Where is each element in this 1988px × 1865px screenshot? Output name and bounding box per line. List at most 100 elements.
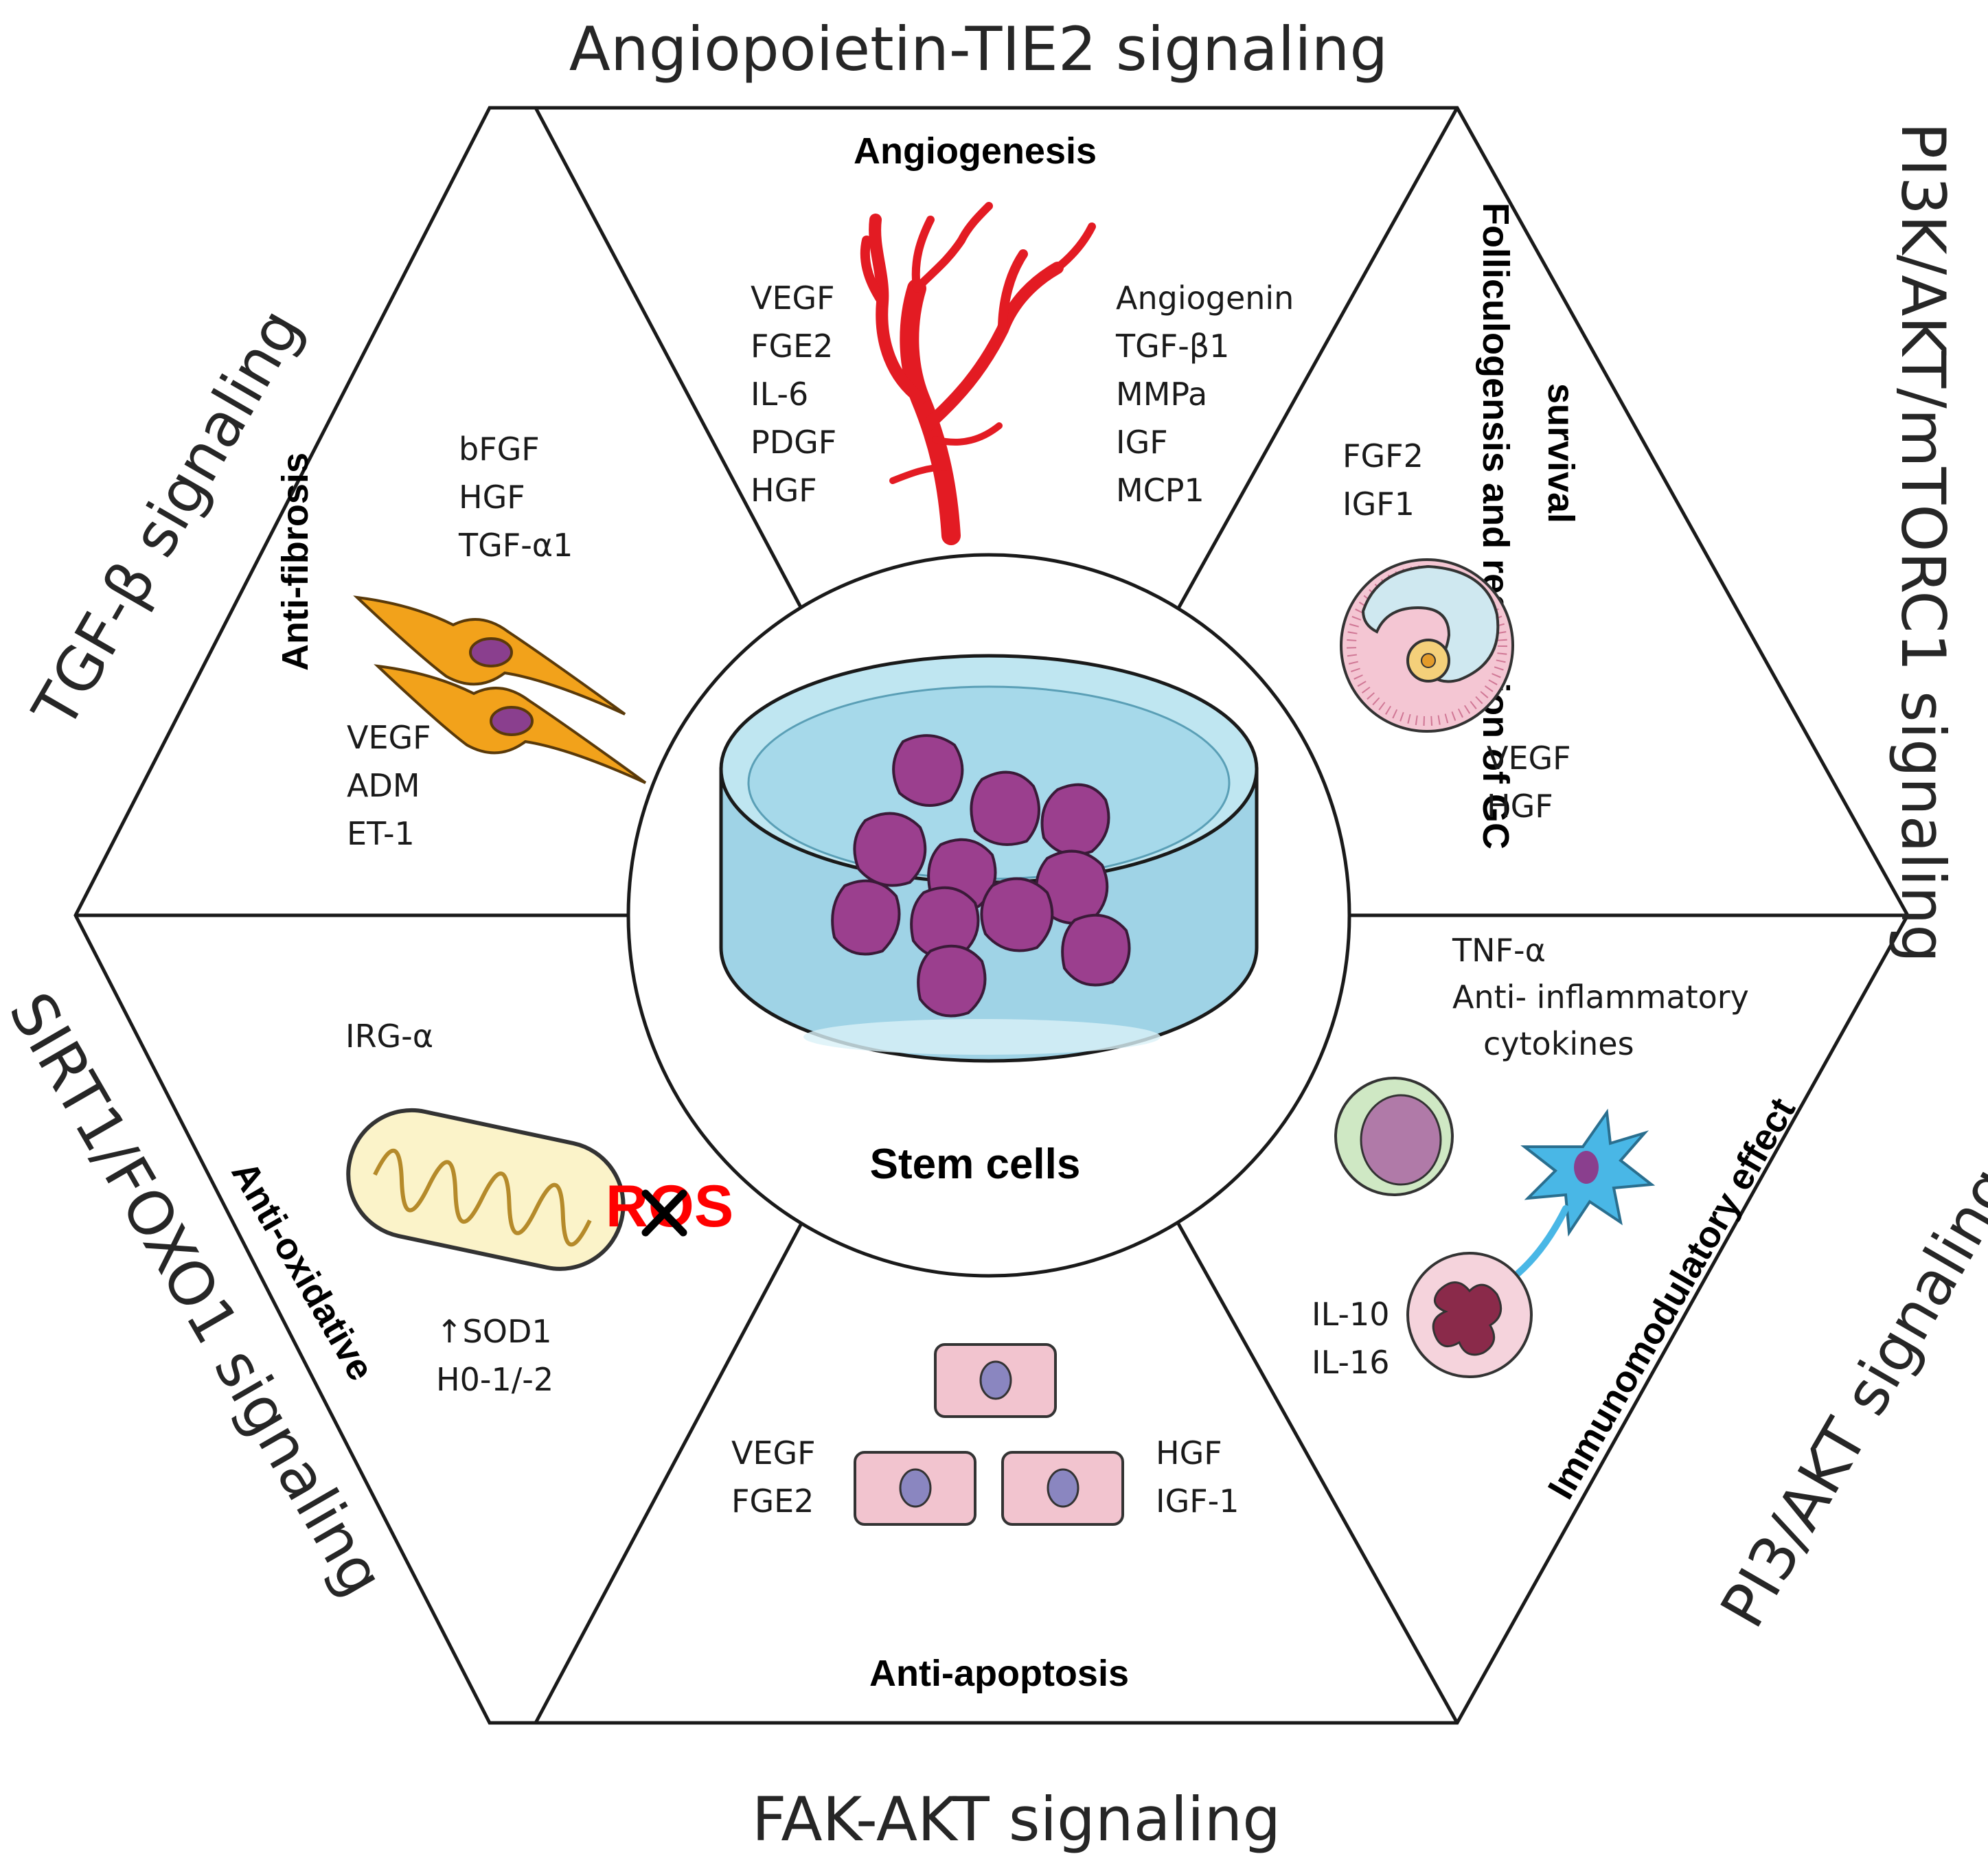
factor-list-top: FGF2 IGF1	[1343, 437, 1424, 523]
factor: Angiogenin	[1116, 279, 1294, 317]
factor: IL-10	[1312, 1296, 1390, 1333]
pathway-top: Angiopoietin-TIE2 signaling	[569, 14, 1388, 84]
factor: cytokines	[1483, 1025, 1634, 1062]
blood-vessel-icon	[860, 202, 1096, 545]
factor: TNF-α	[1452, 932, 1546, 969]
factor: TGF-β1	[1115, 328, 1229, 365]
vessel-branch	[921, 262, 1064, 432]
factor: H0-1/-2	[436, 1361, 553, 1398]
stem-cell	[1040, 783, 1110, 856]
vessel-branch	[889, 464, 951, 484]
vessel-branch	[998, 249, 1028, 334]
cell-nucleus	[1047, 1468, 1079, 1508]
factor: VEGF	[1487, 740, 1571, 777]
factor: IRG-α	[345, 1018, 433, 1055]
dendritic-tail	[1514, 1205, 1569, 1277]
immune-cells-icon	[1334, 1077, 1656, 1378]
factor: Anti- inflammatory	[1452, 979, 1749, 1016]
stem-cell	[892, 734, 964, 807]
vessel-branch	[860, 236, 887, 307]
oocyte-nucleus	[1421, 653, 1436, 668]
factor: IL-6	[751, 376, 808, 413]
factor-list-left: VEGF FGE2	[731, 1434, 816, 1520]
factor-list-left: VEGF FGE2 IL-6 PDGF HGF	[751, 279, 836, 509]
section-title: Folliculogensis and regulation of GC	[1475, 203, 1516, 849]
pathway-upper-right: PI3K/AKT/mTORC1 signaling	[1888, 122, 1958, 963]
fibroblast-icon	[353, 595, 647, 784]
factor: IGF1	[1343, 485, 1415, 523]
factor: MCP1	[1116, 472, 1204, 509]
stem-cell	[1061, 913, 1131, 987]
factor: FGE2	[751, 328, 833, 365]
factor: HGF	[751, 472, 817, 509]
divider-lower-right	[1163, 1199, 1459, 1724]
vessel-branch	[913, 236, 966, 293]
divider-upper-right	[1163, 106, 1459, 633]
fibroblast-nucleus	[490, 706, 534, 736]
factor: FGE2	[731, 1483, 814, 1520]
stem-cell	[853, 812, 927, 887]
factor-list-right: Angiogenin TGF-β1 MMPa IGF MCP1	[1115, 279, 1294, 509]
section-title: Anti-apoptosis	[869, 1653, 1129, 1694]
vessel-branch	[957, 202, 993, 244]
factor-list-bottom: IL-10 IL-16	[1312, 1296, 1390, 1381]
factor: HGF	[459, 479, 525, 516]
factor: ↑SOD1	[436, 1313, 552, 1350]
center-label: Stem cells	[870, 1141, 1081, 1188]
dish-highlight	[803, 1019, 1161, 1055]
stem-cell	[980, 877, 1054, 952]
section-folliculogenesis: Folliculogensis and regulation of GC sur…	[1340, 203, 1581, 849]
stem-cell-cluster-icon	[831, 734, 1131, 1018]
cell-nucleus	[899, 1468, 932, 1508]
factor: ADM	[347, 767, 420, 804]
section-immunomodulatory: Immunomodulatory effect TNF-α Anti- infl…	[1312, 932, 1803, 1506]
factor: ET-1	[347, 815, 415, 852]
factor: IGF-1	[1156, 1483, 1239, 1520]
cell-nucleus	[979, 1360, 1012, 1400]
pathway-bottom: FAK-AKT signaling	[752, 1784, 1281, 1855]
center-stem-cells: Stem cells	[626, 553, 1351, 1278]
dendritic-nucleus	[1574, 1151, 1599, 1184]
hexagon-frame	[73, 106, 1910, 1725]
factor: HGF	[1487, 788, 1553, 825]
pathway-lower-right: PI3/AKT signaling	[1707, 1156, 1988, 1639]
section-anti-oxidative: Anti-oxidative IRG-α ↑SOD1 H0-1/-2 ROS	[223, 1018, 733, 1398]
factor-list-top: TNF-α Anti- inflammatory cytokines	[1452, 932, 1749, 1062]
factor: TGF-α1	[458, 527, 573, 564]
factor: HGF	[1156, 1434, 1222, 1472]
section-title-line2: survival	[1540, 383, 1581, 523]
section-title: Anti-fibrosis	[275, 453, 316, 671]
factor-list-bottom: ↑SOD1 H0-1/-2	[436, 1313, 553, 1398]
stem-cell	[970, 770, 1040, 846]
stem-cell	[831, 879, 901, 956]
factor: VEGF	[731, 1434, 816, 1472]
factor: FGF2	[1343, 437, 1424, 474]
section-angiogenesis: Angiogenesis VEGF FGE2 IL-6 PDGF HGF Ang…	[751, 130, 1294, 545]
factor: bFGF	[459, 431, 540, 468]
neutrophil-nucleus	[1432, 1281, 1503, 1356]
ovarian-follicle-icon	[1340, 558, 1514, 733]
section-anti-fibrosis: Anti-fibrosis bFGF HGF TGF-α1 VEGF ADM E…	[275, 431, 647, 852]
ros-blocked: ROS	[606, 1174, 733, 1239]
factor-list-bottom: VEGF HGF	[1487, 740, 1571, 825]
factor: VEGF	[347, 719, 431, 756]
factor: IL-16	[1312, 1344, 1390, 1381]
factor: MMPa	[1116, 376, 1207, 413]
section-title: Angiogenesis	[854, 130, 1097, 172]
factor: PDGF	[751, 424, 836, 461]
factor: IGF	[1116, 424, 1168, 461]
vessel-branch	[1053, 222, 1096, 272]
factor: VEGF	[751, 279, 835, 317]
mitochondrion-icon	[346, 1108, 626, 1271]
factor-list-top: bFGF HGF TGF-α1	[458, 431, 573, 564]
divider-lower-left	[534, 1199, 816, 1724]
factor-list-bottom: VEGF ADM ET-1	[347, 719, 431, 852]
pathway-upper-left: TGF-β signaling	[19, 297, 315, 740]
fibroblast-nucleus	[469, 637, 513, 667]
vessel-branch	[932, 422, 1003, 446]
section-anti-apoptosis: Anti-apoptosis VEGF FGE2 HGF IGF-1	[731, 1343, 1239, 1694]
lymphocyte-nucleus	[1360, 1094, 1442, 1186]
stem-cell	[917, 944, 987, 1018]
mitochondrion-cristae	[373, 1148, 592, 1247]
